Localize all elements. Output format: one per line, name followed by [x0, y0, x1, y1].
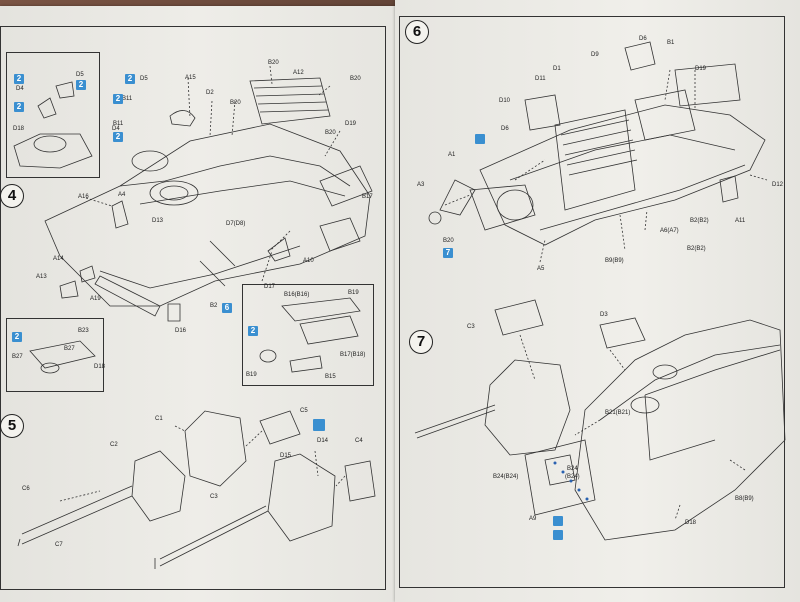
part-label: D11: [535, 76, 546, 82]
part-label: B20: [350, 76, 361, 82]
part-label: D3: [600, 312, 608, 318]
part-label: D18: [94, 364, 106, 370]
part-label: A15: [185, 75, 196, 81]
part-label: B20: [268, 60, 279, 66]
part-label: B17: [362, 194, 373, 200]
steps-6-7-frame: [399, 16, 785, 588]
part-label: B17(B18): [340, 352, 366, 358]
part-label: B2(B2): [687, 246, 706, 252]
paint-ref-badge: 7: [443, 248, 453, 258]
part-label: D7(D8): [226, 221, 246, 227]
part-label: (B24): [565, 474, 580, 480]
part-label: B24(B24): [493, 474, 519, 480]
part-label: C2: [110, 442, 118, 448]
part-label: A6(A7): [660, 228, 679, 234]
part-label: D10: [499, 98, 511, 104]
step4-inset-bottom-left: [6, 318, 104, 392]
part-label: D1: [553, 66, 561, 72]
paint-ref-badge: 2: [14, 74, 24, 84]
part-label: C3: [210, 494, 218, 500]
part-label: B27: [12, 354, 23, 360]
step-7-number: 7: [409, 330, 433, 354]
step4-inset-top-left: [6, 52, 100, 178]
instruction-sheet-right: 6 7: [395, 0, 800, 602]
part-label: C6: [22, 486, 30, 492]
part-label: D19: [345, 121, 357, 127]
decal-icon: [313, 419, 325, 431]
part-label: A5: [537, 266, 545, 272]
part-label: B19: [348, 290, 359, 296]
part-label: C4: [355, 438, 363, 444]
part-label: B1: [667, 40, 675, 46]
part-label: A10: [303, 258, 314, 264]
paint-ref-badge: 2: [125, 74, 135, 84]
paint-ref-badge: 2: [113, 132, 123, 142]
part-label: A14: [53, 256, 64, 262]
part-label: D5: [76, 72, 84, 78]
step-5-number: 5: [0, 414, 24, 438]
glue-icon: [553, 530, 563, 540]
part-label: D17: [264, 284, 276, 290]
glue-icon: [553, 516, 563, 526]
part-label: C7: [55, 542, 63, 548]
part-label: D4: [112, 126, 120, 132]
part-label: D13: [152, 218, 164, 224]
part-label: B24: [567, 466, 578, 472]
step-6-number: 6: [405, 20, 429, 44]
paint-ref-badge: 2: [12, 332, 22, 342]
part-label: B27: [64, 346, 75, 352]
part-label: B20: [443, 238, 454, 244]
part-label: D5: [140, 76, 148, 82]
part-label: D4: [16, 86, 24, 92]
part-label: D12: [772, 182, 784, 188]
part-label: D2: [206, 90, 214, 96]
part-label: A3: [417, 182, 425, 188]
part-label: B21(B21): [605, 410, 631, 416]
part-label: B11: [122, 96, 133, 102]
paint-ref-badge: 2: [248, 326, 258, 336]
part-label: C3: [467, 324, 475, 330]
instruction-sheet-left: 4 5: [0, 6, 395, 602]
part-label: A4: [118, 192, 126, 198]
step4-step5-drawing: [13, 65, 376, 569]
part-label: B20: [325, 130, 336, 136]
part-label: A16: [78, 194, 89, 200]
part-label: D19: [695, 66, 707, 72]
part-label: D18: [13, 126, 25, 132]
part-label: B11: [113, 121, 124, 127]
part-label: A13: [36, 274, 47, 280]
part-label: D18: [685, 520, 697, 526]
part-label: A12: [293, 70, 304, 76]
part-label: A19: [90, 296, 101, 302]
part-label: B23: [78, 328, 89, 334]
part-label: A1: [448, 152, 456, 158]
part-label: D14: [317, 438, 329, 444]
part-label: B2(B2): [690, 218, 709, 224]
part-label: D6: [501, 126, 509, 132]
part-label: D6: [639, 36, 647, 42]
part-label: D16: [175, 328, 187, 334]
part-label: B20: [230, 100, 241, 106]
part-label: C5: [300, 408, 308, 414]
step6-step7-drawing: [414, 41, 786, 541]
part-label: B9(B9): [605, 258, 624, 264]
part-label: D15: [280, 453, 292, 459]
part-label: B2: [210, 303, 218, 309]
glue-icon: [475, 134, 485, 144]
part-label: B19: [246, 372, 257, 378]
paint-ref-badge: 2: [113, 94, 123, 104]
part-label: B8(B9): [735, 496, 754, 502]
part-label: C1: [155, 416, 163, 422]
part-label: B15: [325, 374, 336, 380]
part-label: A11: [735, 218, 746, 224]
steps-4-5-frame: [0, 26, 386, 590]
part-label: D9: [591, 52, 599, 58]
part-label: A9: [529, 516, 537, 522]
step-4-number: 4: [0, 184, 24, 208]
paint-ref-badge: 2: [14, 102, 24, 112]
step4-inset-bottom-right: [242, 284, 374, 386]
part-label: B16(B16): [284, 292, 310, 298]
paint-ref-badge: 6: [222, 303, 232, 313]
paint-ref-badge: 2: [76, 80, 86, 90]
